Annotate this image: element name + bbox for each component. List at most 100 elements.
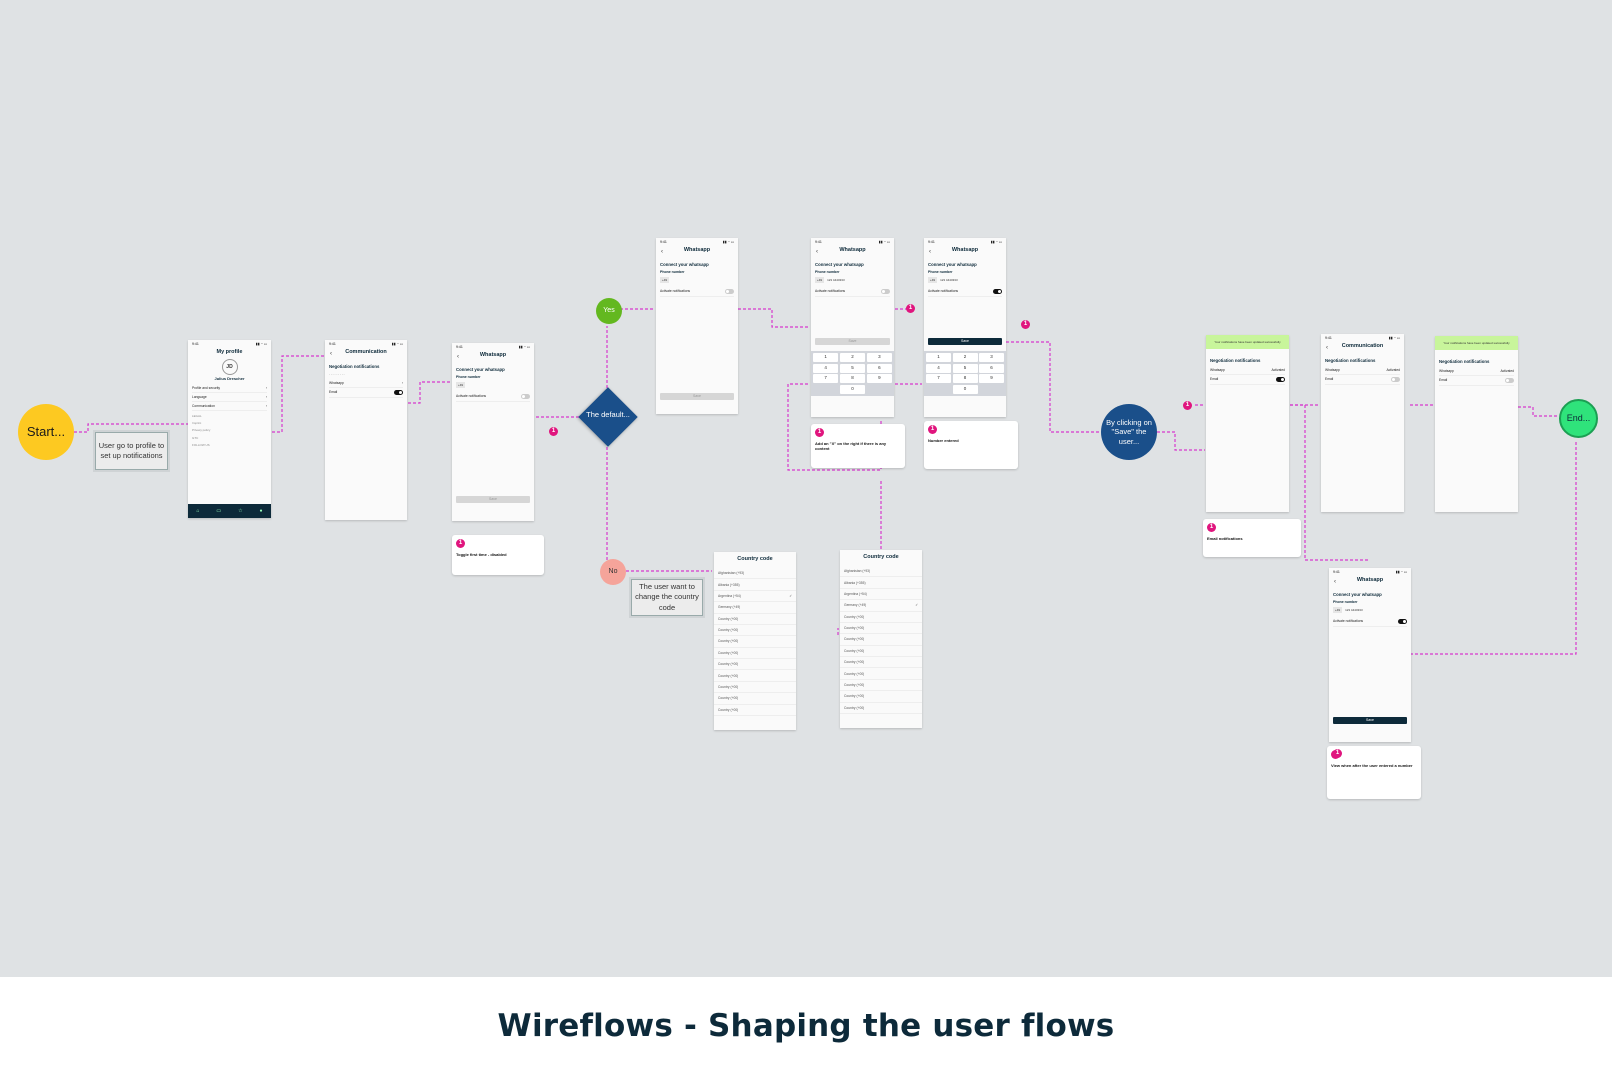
nav-user-icon[interactable]: ● — [259, 508, 263, 514]
legal-imprint[interactable]: Imprint — [192, 421, 202, 426]
menu-communication[interactable]: Communication› — [192, 402, 267, 411]
back-icon[interactable]: ‹ — [929, 249, 931, 255]
key[interactable]: 6 — [979, 363, 1004, 373]
key[interactable]: 4 — [926, 363, 951, 373]
country-item[interactable]: Country (+00) — [840, 668, 922, 680]
email-toggle[interactable] — [1505, 378, 1514, 383]
save-button[interactable]: Save — [660, 393, 734, 400]
country-code-button[interactable]: +49 — [456, 382, 466, 388]
save-button[interactable]: Save — [1333, 717, 1407, 724]
country-item[interactable]: Afghanistan (+93) — [714, 568, 796, 580]
key[interactable]: 5 — [952, 363, 978, 373]
country-item[interactable]: Germany (+49) — [714, 602, 796, 614]
nav-chat-icon[interactable]: ▭ — [216, 508, 222, 514]
whatsapp-screen-default: 9:41▮▮ ◔ ▭ ‹ Whatsapp Connect your whats… — [452, 343, 534, 521]
key[interactable]: 6 — [866, 363, 892, 373]
country-code-button[interactable]: +49 — [928, 277, 938, 283]
save-button[interactable]: Save — [815, 338, 890, 345]
activate-toggle[interactable] — [521, 394, 530, 399]
back-icon[interactable]: ‹ — [816, 249, 818, 255]
country-item[interactable]: Country (+00) — [714, 670, 796, 682]
country-code-button[interactable]: +49 — [660, 277, 670, 283]
activate-toggle[interactable] — [881, 289, 890, 294]
key[interactable]: 2 — [952, 353, 978, 362]
country-item[interactable]: Country (+00) — [840, 657, 922, 669]
menu-language[interactable]: Language› — [192, 393, 267, 402]
whatsapp-row[interactable]: Whatsapp› — [329, 379, 403, 389]
country-item[interactable]: Country (+00) — [714, 693, 796, 705]
email-row[interactable]: Email — [1325, 375, 1400, 385]
country-item[interactable]: Country (+00) — [714, 648, 796, 659]
key[interactable]: 9 — [866, 374, 892, 383]
phone-label: Phone number — [1333, 600, 1358, 604]
country-item[interactable]: Country (+00) — [714, 636, 796, 648]
key-blank — [813, 385, 838, 394]
country-item[interactable]: Country (+00) — [840, 680, 922, 692]
country-item[interactable]: Country (+00) — [714, 682, 796, 694]
email-toggle[interactable] — [394, 390, 403, 395]
country-item[interactable]: Country (+00) — [840, 646, 922, 657]
key[interactable]: 7 — [926, 374, 951, 383]
bottom-navbar: ⌂ ▭ ☆ ● — [188, 504, 271, 518]
email-toggle[interactable] — [1276, 377, 1285, 382]
key[interactable]: 1 — [926, 353, 951, 362]
country-item[interactable]: Country (+00) — [714, 659, 796, 671]
save-button[interactable]: Save — [928, 338, 1002, 345]
country-item[interactable]: Albania (+355) — [840, 577, 922, 589]
key[interactable]: 4 — [813, 363, 839, 373]
key[interactable]: 0 — [839, 384, 866, 394]
key[interactable]: 9 — [979, 374, 1004, 383]
email-row[interactable]: Email — [329, 388, 403, 398]
activate-toggle[interactable] — [993, 289, 1002, 294]
nav-star-icon[interactable]: ☆ — [238, 508, 243, 514]
key[interactable]: 3 — [979, 353, 1004, 362]
country-item[interactable]: Argentina (+54)✓ — [714, 591, 796, 603]
legal-gtc[interactable]: GTC — [192, 435, 199, 440]
nav-home-icon[interactable]: ⌂ — [196, 508, 200, 514]
back-icon[interactable]: ‹ — [1326, 345, 1328, 351]
country-item[interactable]: Country (+00) — [714, 614, 796, 625]
key[interactable]: 3 — [866, 353, 892, 362]
country-item[interactable]: Country (+00) — [840, 612, 922, 623]
back-icon[interactable]: ‹ — [661, 249, 663, 255]
key[interactable]: 7 — [813, 374, 839, 383]
country-item[interactable]: Country (+00) — [840, 623, 922, 635]
country-item[interactable]: Country (+00) — [714, 625, 796, 637]
country-code-button[interactable]: +49 — [815, 277, 825, 283]
country-item[interactable]: Germany (+49)✓ — [840, 600, 922, 612]
key[interactable]: 5 — [839, 363, 866, 373]
legal-privacy[interactable]: Privacy policy — [192, 428, 211, 433]
phone-input[interactable]: 123 4440333 — [940, 278, 958, 282]
country-item[interactable]: Argentina (+54) — [840, 589, 922, 601]
key[interactable]: 8 — [952, 374, 978, 383]
save-button[interactable]: Save — [456, 496, 530, 503]
country-item[interactable]: Country (+00) — [840, 703, 922, 714]
email-row[interactable]: Email — [1210, 375, 1285, 385]
country-code-title: Country code — [863, 554, 899, 560]
email-row[interactable]: Email — [1439, 376, 1514, 386]
phone-input[interactable]: 123 4440333 — [827, 278, 845, 282]
email-toggle[interactable] — [1391, 377, 1400, 382]
menu-profile-security[interactable]: Profile and security› — [192, 384, 267, 393]
country-item[interactable]: Afghanistan (+93) — [840, 566, 922, 578]
key[interactable]: 1 — [813, 353, 839, 362]
country-item[interactable]: Albania (+355) — [714, 579, 796, 591]
connect-heading: Connect your whatsapp — [928, 262, 977, 267]
key[interactable]: 2 — [839, 353, 866, 362]
activate-toggle[interactable] — [725, 289, 734, 294]
key[interactable]: 8 — [839, 374, 866, 383]
country-item[interactable]: Country (+00) — [714, 705, 796, 716]
phone-input[interactable]: 123 4440333 — [1345, 608, 1363, 612]
back-icon[interactable]: ‹ — [330, 351, 332, 357]
activate-toggle[interactable] — [1398, 619, 1407, 624]
key[interactable]: 0 — [952, 384, 978, 394]
communication-screen-2: 9:41▮▮ ◔ ▭ ‹ Communication Negotiation n… — [1321, 334, 1404, 512]
country-code-button[interactable]: +49 — [1333, 607, 1343, 613]
back-icon[interactable]: ‹ — [1334, 579, 1336, 585]
country-item[interactable]: Country (+00) — [840, 634, 922, 646]
back-icon[interactable]: ‹ — [457, 354, 459, 360]
country-item[interactable]: Country (+00) — [840, 691, 922, 703]
